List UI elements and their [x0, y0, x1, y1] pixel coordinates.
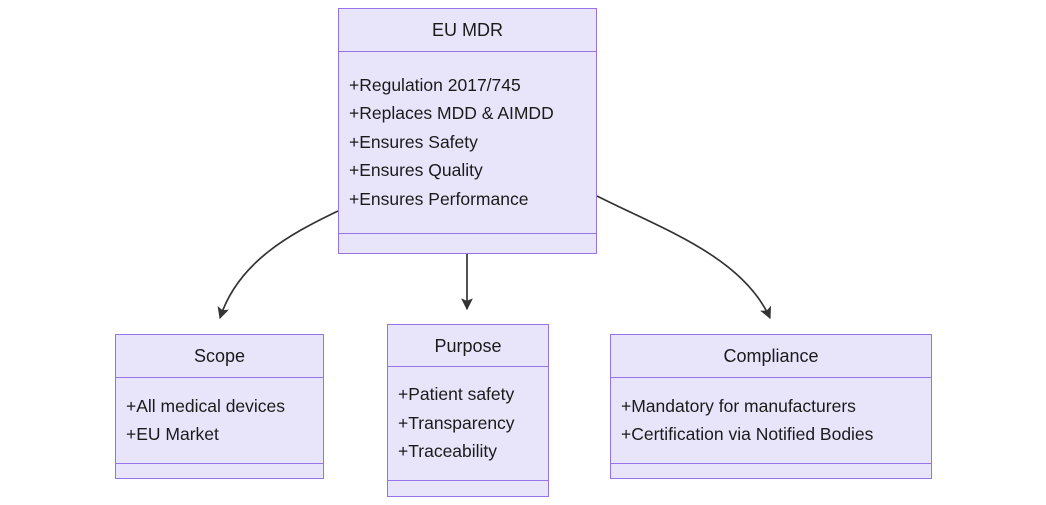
- class-attribute: +Traceability: [398, 441, 498, 462]
- class-node-compliance[interactable]: Compliance +Mandatory for manufacturers …: [610, 334, 932, 479]
- class-attribute: +Regulation 2017/745: [349, 74, 521, 95]
- class-methods-purpose: [388, 481, 548, 496]
- class-attributes-purpose: +Patient safety +Transparency +Traceabil…: [388, 367, 548, 481]
- class-title-eu-mdr: EU MDR: [339, 9, 596, 52]
- class-attribute: +Transparency: [398, 412, 515, 433]
- class-attribute: +Ensures Performance: [349, 188, 529, 209]
- class-title-scope: Scope: [116, 335, 323, 378]
- class-methods-eu-mdr: [339, 234, 596, 253]
- class-title-compliance: Compliance: [611, 335, 931, 378]
- class-attribute: +Ensures Safety: [349, 131, 478, 152]
- class-node-purpose[interactable]: Purpose +Patient safety +Transparency +T…: [387, 324, 549, 497]
- class-attribute: +EU Market: [126, 424, 219, 444]
- class-attribute: +Patient safety: [398, 384, 515, 405]
- class-attributes-compliance: +Mandatory for manufacturers +Certificat…: [611, 378, 931, 464]
- class-methods-scope: [116, 464, 323, 478]
- class-attribute: +Replaces MDD & AIMDD: [349, 103, 554, 124]
- class-attribute: +Mandatory for manufacturers: [621, 395, 856, 416]
- class-attribute: +Ensures Quality: [349, 160, 483, 181]
- class-node-scope[interactable]: Scope +All medical devices +EU Market: [115, 334, 324, 479]
- class-attributes-eu-mdr: +Regulation 2017/745 +Replaces MDD & AIM…: [339, 52, 596, 234]
- edge-eu-mdr-to-compliance: [596, 195, 772, 320]
- class-attribute: +Certification via Notified Bodies: [621, 424, 874, 444]
- edge-eu-mdr-to-scope: [217, 210, 339, 320]
- class-methods-compliance: [611, 464, 931, 478]
- class-node-eu-mdr[interactable]: EU MDR +Regulation 2017/745 +Replaces MD…: [338, 8, 597, 254]
- class-attributes-scope: +All medical devices +EU Market: [116, 378, 323, 464]
- class-title-purpose: Purpose: [388, 325, 548, 367]
- class-attribute: +All medical devices: [126, 395, 286, 416]
